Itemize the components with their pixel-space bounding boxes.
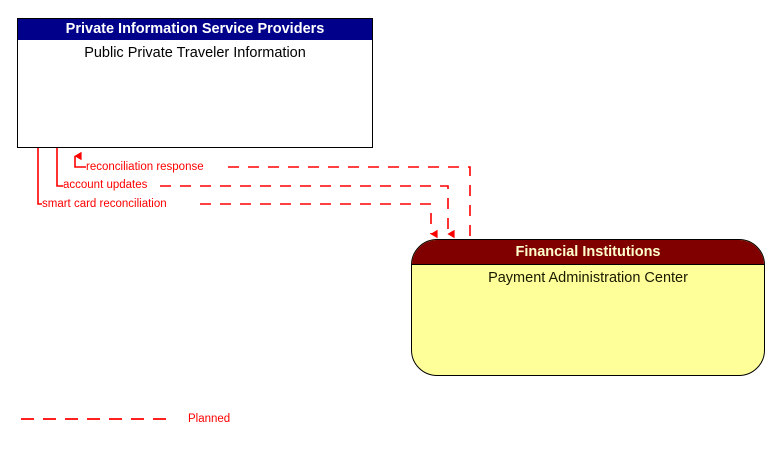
node-stakeholder-private-information-service-providers: Private Information Service Providers	[18, 19, 372, 40]
flow-label-account-updates[interactable]: account updates	[63, 179, 148, 191]
flow-account-updates[interactable]	[56, 148, 455, 239]
node-title-public-private-traveler-information: Public Private Traveler Information	[18, 40, 372, 61]
node-payment-administration-center[interactable]: Financial Institutions Payment Administr…	[411, 239, 765, 376]
flow-reconciliation-response[interactable]	[74, 151, 471, 243]
node-stakeholder-financial-institutions: Financial Institutions	[412, 240, 764, 265]
flow-label-smart-card-reconciliation[interactable]: smart card reconciliation	[42, 198, 167, 210]
flow-smart-card-reconciliation[interactable]	[37, 148, 438, 239]
legend-label-planned: Planned	[188, 413, 231, 425]
flow-label-reconciliation-response[interactable]: reconciliation response	[86, 161, 204, 173]
node-title-payment-administration-center: Payment Administration Center	[412, 265, 764, 286]
node-public-private-traveler-information[interactable]: Private Information Service Providers Pu…	[17, 18, 373, 148]
